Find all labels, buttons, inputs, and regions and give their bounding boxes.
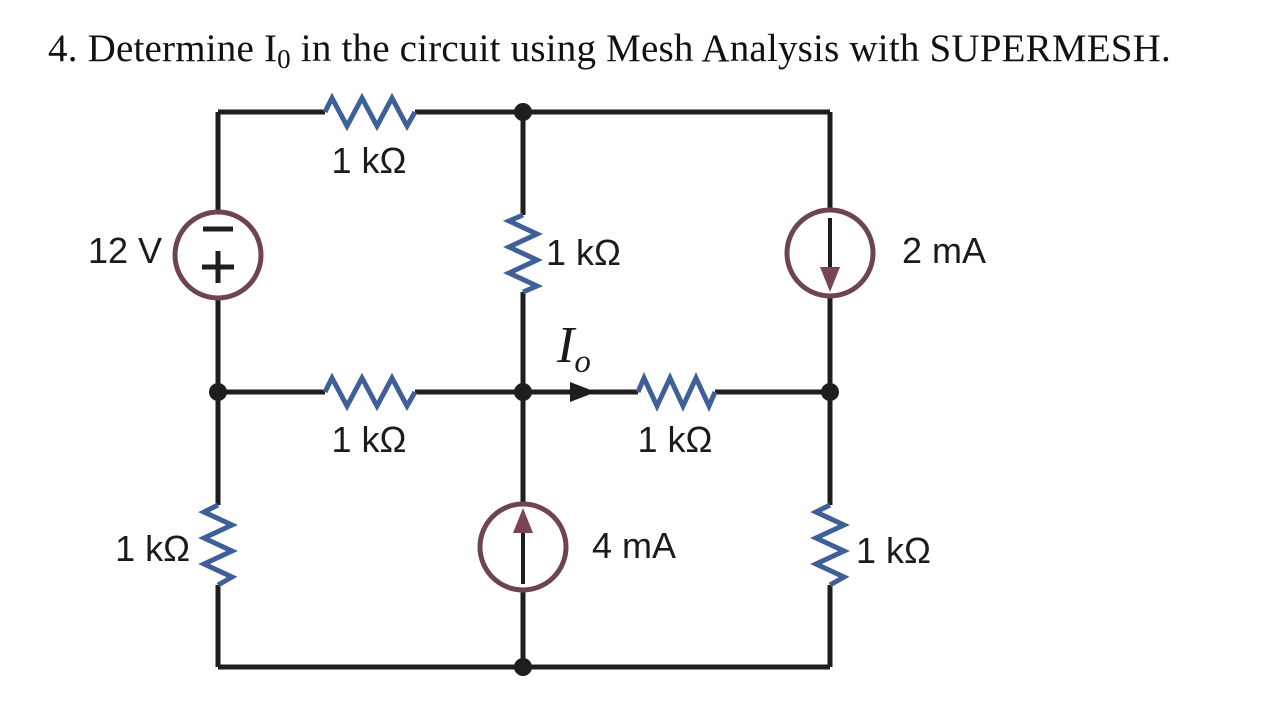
node-dots (209, 103, 839, 676)
node-dot-mid-right (821, 383, 839, 401)
plus-sign-icon (202, 251, 234, 283)
node-dot-bottom-middle (514, 658, 532, 676)
voltage-source-icon (172, 209, 264, 301)
resistor-mid-left-symbol (322, 372, 418, 412)
resistor-top-label: 1 kΩ (331, 140, 407, 181)
resistor-mid-vertical-symbol (502, 212, 544, 295)
output-current-label: Io (557, 320, 591, 379)
node-dot-top-middle (514, 103, 532, 121)
resistor-mid-vertical-label: 1 kΩ (546, 232, 621, 273)
title-text: 4. Determine I (48, 27, 278, 70)
resistor-mid-right-symbol (635, 371, 718, 413)
current-source-up-icon (477, 501, 569, 593)
resistor-top-symbol (322, 92, 418, 132)
output-current-subscript: o (574, 344, 591, 380)
resistor-mid-left-label: 1 kΩ (331, 419, 407, 460)
resistor-mid-right-label: 1 kΩ (637, 419, 713, 460)
io-current-arrowhead (570, 382, 596, 402)
title-subscript: 0 (277, 44, 291, 74)
problem-title: 4. Determine I0 in the circuit using Mes… (48, 26, 1171, 75)
current-source-right-label: 2 mA (902, 230, 987, 271)
resistor-bottom-right-label: 1 kΩ (856, 530, 931, 571)
current-arrowhead-down (820, 267, 840, 292)
resistor-bottom-left-symbol (198, 502, 238, 588)
voltage-source-label: 12 V (87, 230, 162, 271)
current-source-down-icon (784, 207, 876, 299)
resistor-bottom-left-label: 1 kΩ (115, 528, 190, 569)
output-current-symbol: I (557, 317, 575, 374)
current-source-bottom-label: 4 mA (592, 525, 677, 566)
title-text-suffix: in the circuit using Mesh Analysis with … (290, 27, 1171, 70)
node-dot-mid-center (514, 383, 532, 401)
node-dot-mid-left (209, 383, 227, 401)
resistor-bottom-right-symbol (810, 502, 850, 588)
current-arrowhead-up (513, 508, 533, 533)
